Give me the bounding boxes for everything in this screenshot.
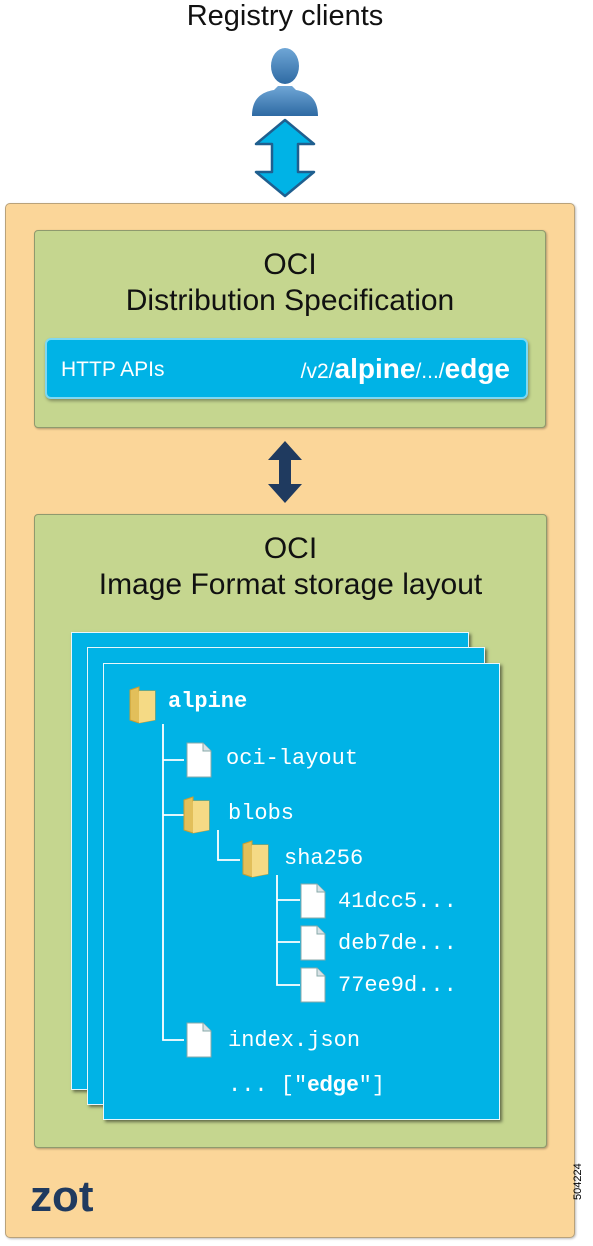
http-api-bar: HTTP APIs /v2/alpine/.../edge bbox=[45, 338, 528, 399]
tree-index-json: index.json bbox=[228, 1028, 361, 1053]
file-icon bbox=[300, 925, 326, 961]
distribution-title-line1: OCI bbox=[263, 248, 317, 281]
storage-double-arrow-icon bbox=[268, 441, 302, 503]
folder-icon bbox=[242, 840, 269, 878]
tree-root-alpine: alpine bbox=[168, 689, 248, 714]
tree-blob-3: 77ee9d... bbox=[338, 973, 457, 998]
tree-oci-layout: oci-layout bbox=[226, 746, 359, 771]
image-format-title-line1: OCI bbox=[263, 532, 318, 565]
distribution-title-line2: Distribution Specification bbox=[125, 284, 455, 317]
file-icon bbox=[186, 742, 212, 778]
path-prefix: /v2/ bbox=[300, 360, 335, 383]
folder-icon bbox=[183, 796, 210, 834]
figure-id: 504224 bbox=[572, 1163, 584, 1200]
path-mid: /.../ bbox=[415, 360, 445, 383]
tree-sha256: sha256 bbox=[284, 846, 364, 871]
api-path: /v2/alpine/.../edge bbox=[301, 353, 510, 385]
path-tag: edge bbox=[444, 353, 510, 384]
http-apis-label: HTTP APIs bbox=[61, 358, 165, 381]
user-icon bbox=[252, 48, 318, 116]
file-icon bbox=[186, 1022, 212, 1058]
tree-blob-2: deb7de... bbox=[338, 931, 457, 956]
index-tag: edge bbox=[307, 1071, 359, 1096]
image-format-title-line2: Image Format storage layout bbox=[98, 568, 483, 601]
folder-icon bbox=[129, 686, 156, 724]
tree-index-tag-line: ... ["edge"] bbox=[228, 1071, 385, 1098]
path-repo: alpine bbox=[334, 353, 416, 384]
file-icon bbox=[300, 967, 326, 1003]
client-double-arrow-icon bbox=[254, 118, 316, 198]
registry-clients-label: Registry clients bbox=[186, 0, 384, 32]
tree-blob-1: 41dcc5... bbox=[338, 889, 457, 914]
index-suffix: "] bbox=[358, 1073, 385, 1098]
file-icon bbox=[300, 883, 326, 919]
zot-label: zot bbox=[30, 1172, 94, 1221]
index-prefix: ... [" bbox=[228, 1073, 308, 1098]
tree-blobs: blobs bbox=[228, 801, 295, 826]
